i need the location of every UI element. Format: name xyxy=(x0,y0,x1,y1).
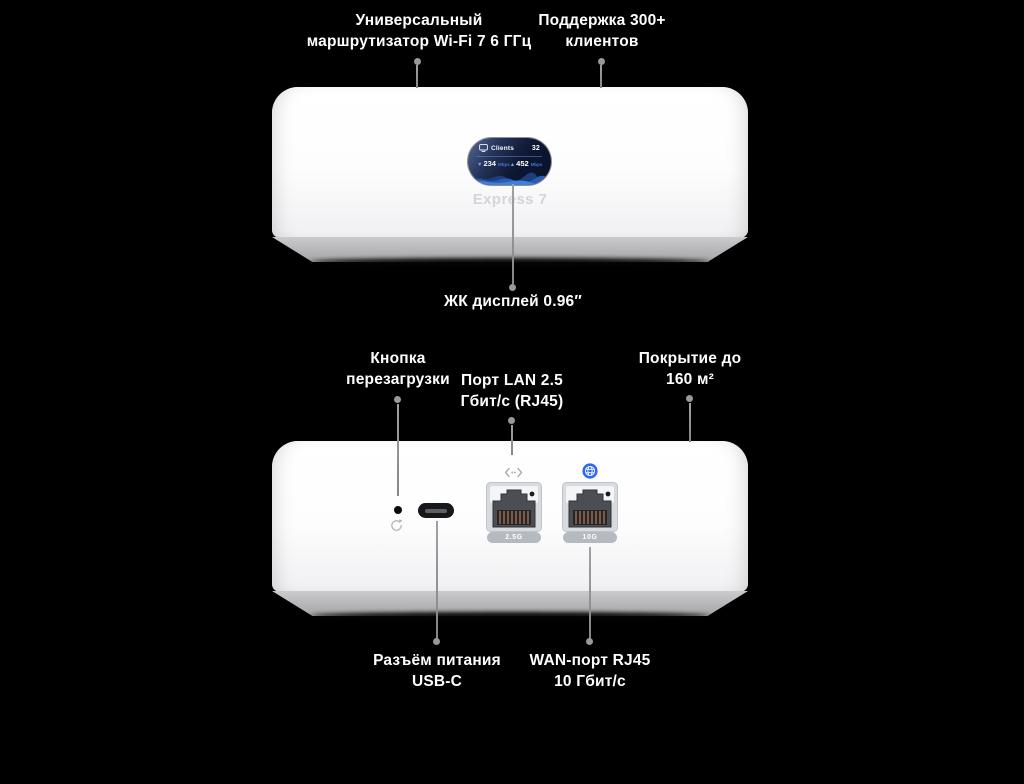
wan-port xyxy=(562,482,618,532)
annotation-power-line2: USB-C xyxy=(411,673,463,690)
back-base-bevel xyxy=(272,591,748,616)
annotation-clients-line1: Поддержка 300+ xyxy=(538,12,666,29)
screen-clients-row: Clients 32 xyxy=(468,138,551,152)
callout-line-router xyxy=(416,65,418,88)
screen-wave-graph xyxy=(468,172,551,185)
annotation-reset: Кнопка перезагрузки xyxy=(308,348,488,390)
annotation-coverage: Покрытие до 160 м² xyxy=(600,348,780,390)
callout-line-wan xyxy=(589,547,591,639)
reset-icon xyxy=(391,519,403,531)
annotation-display-line1: ЖК дисплей 0.96″ xyxy=(443,293,582,310)
download-stat: ▼ 234 Mbps xyxy=(477,159,510,168)
callout-dot-power xyxy=(433,638,440,645)
model-name: Express 7 xyxy=(472,191,548,208)
usb-c-slot xyxy=(425,508,447,513)
callout-dot-display xyxy=(509,284,516,291)
clients-icon xyxy=(479,144,488,152)
back-shadow xyxy=(310,612,710,619)
callout-line-display xyxy=(512,184,514,284)
annotation-display: ЖК дисплей 0.96″ xyxy=(413,291,613,312)
annotation-wan: WAN-порт RJ45 10 Гбит/с xyxy=(500,650,680,692)
annotation-coverage-line2: 160 м² xyxy=(666,371,714,388)
annotation-lan-line2: Гбит/с (RJ45) xyxy=(460,393,564,410)
front-base-bevel xyxy=(272,237,748,262)
lcd-screen: Clients 32 ▼ 234 Mbps ▲ 452 Mbps xyxy=(468,138,551,185)
wan-speed-badge: 10G xyxy=(563,532,617,543)
screen-clients-value: 32 xyxy=(531,144,540,152)
annotation-reset-line1: Кнопка xyxy=(370,350,426,367)
callout-dot-lan xyxy=(508,417,515,424)
annotation-wan-line2: 10 Гбит/с xyxy=(554,673,626,690)
annotation-router-line1: Универсальный xyxy=(355,12,483,29)
screen-clients-label: Clients xyxy=(491,144,515,152)
annotation-power: Разъём питания USB-C xyxy=(347,650,527,692)
reset-button xyxy=(394,506,402,514)
download-unit: Mbps xyxy=(497,162,510,167)
down-arrow-icon: ▼ xyxy=(477,162,483,168)
upload-value: 452 xyxy=(516,159,529,168)
annotation-lan: Порт LAN 2.5 Гбит/с (RJ45) xyxy=(422,370,602,412)
annotation-reset-line2: перезагрузки xyxy=(346,371,450,388)
lan-port xyxy=(486,482,542,532)
up-arrow-icon: ▲ xyxy=(509,162,516,168)
callout-dot-router xyxy=(414,58,421,65)
annotation-clients-line2: клиентов xyxy=(565,33,639,50)
front-shadow xyxy=(310,258,710,265)
upload-stat: ▲ 452 Mbps xyxy=(510,159,543,168)
annotation-coverage-line1: Покрытие до xyxy=(638,350,742,367)
callout-line-reset xyxy=(397,404,399,496)
annotation-power-line1: Разъём питания xyxy=(373,652,501,669)
callout-line-lan xyxy=(511,425,513,455)
callout-dot-coverage xyxy=(686,395,693,402)
callout-dot-clients xyxy=(598,58,605,65)
callout-line-power xyxy=(436,521,438,639)
callout-dot-reset xyxy=(394,396,401,403)
lan-speed-badge: 2.5G xyxy=(487,532,541,543)
screen-throughput-row: ▼ 234 Mbps ▲ 452 Mbps xyxy=(468,157,551,168)
annotation-lan-line1: Порт LAN 2.5 xyxy=(461,372,563,389)
callout-dot-wan xyxy=(586,638,593,645)
annotation-clients: Поддержка 300+ клиентов xyxy=(502,10,702,52)
annotation-router-line2: маршрутизатор Wi-Fi 7 6 ГГц xyxy=(306,33,532,50)
callout-line-clients xyxy=(600,65,602,88)
usb-c-port xyxy=(418,503,454,518)
annotation-router: Универсальный маршрутизатор Wi-Fi 7 6 ГГ… xyxy=(294,10,544,52)
annotation-wan-line1: WAN-порт RJ45 xyxy=(529,652,651,669)
lan-icon xyxy=(504,467,523,478)
upload-unit: Mbps xyxy=(530,162,543,167)
globe-icon xyxy=(582,463,598,479)
download-value: 234 xyxy=(483,159,496,168)
callout-line-coverage xyxy=(689,403,691,442)
screen-divider xyxy=(477,155,542,157)
